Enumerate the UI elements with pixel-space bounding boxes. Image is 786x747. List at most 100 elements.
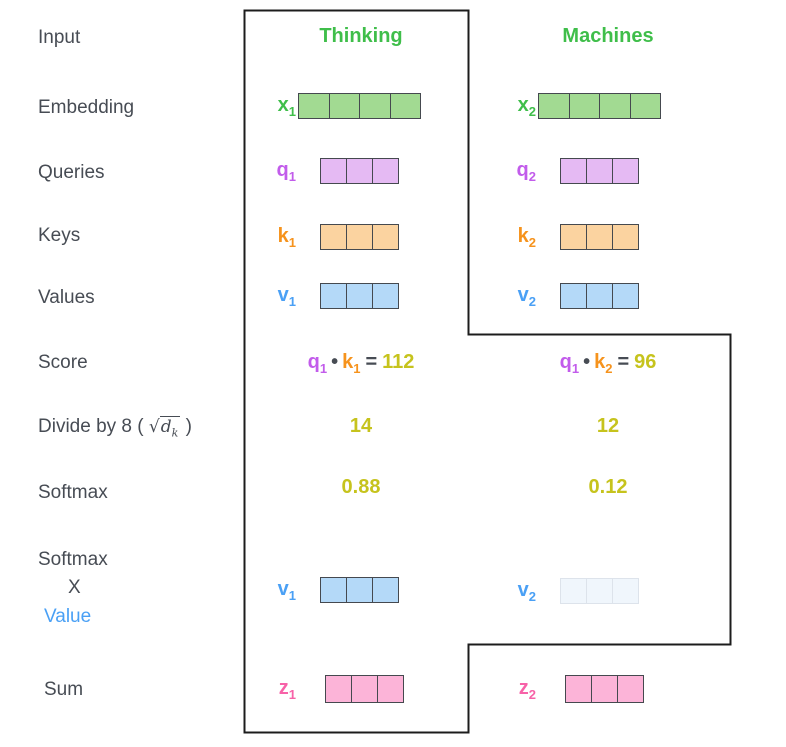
weighted-value-row-v2: v2 xyxy=(496,578,639,604)
vector-cell xyxy=(372,578,398,602)
vector-cell xyxy=(539,94,569,118)
score-value-96: 96 xyxy=(634,351,657,373)
score-value-112: 112 xyxy=(382,351,415,373)
score-q1k1: q1•k1=112 xyxy=(261,351,461,376)
value-row-v2: v2 xyxy=(496,283,639,309)
vector-cell xyxy=(629,94,660,118)
v1-label: v1 xyxy=(277,283,296,309)
vector-cell xyxy=(372,225,398,249)
q1-vector xyxy=(320,158,399,184)
query-row-q2: q2 xyxy=(496,158,639,184)
x2-vector xyxy=(538,93,661,119)
weighted-v2-vector xyxy=(560,578,639,604)
vector-cell xyxy=(321,225,346,249)
vector-cell xyxy=(612,159,638,183)
q2-label: q2 xyxy=(516,158,536,184)
vector-cell xyxy=(326,676,351,702)
x1-vector xyxy=(298,93,421,119)
row-label-score: Score xyxy=(38,352,88,373)
vector-cell xyxy=(321,578,346,602)
z2-label: z2 xyxy=(518,676,536,702)
vector-cell xyxy=(351,676,377,702)
divide-text-suffix: ) xyxy=(185,416,192,437)
softmax-value-012: 0.12 xyxy=(588,476,628,498)
embedding-row-x2: x2 xyxy=(496,93,661,119)
row-label-input: Input xyxy=(38,27,81,48)
row-label-softmax-x-value-line1: Softmax xyxy=(38,549,108,570)
x2-label: x2 xyxy=(517,93,536,119)
vector-cell xyxy=(561,225,586,249)
vector-cell xyxy=(346,159,372,183)
vector-cell xyxy=(321,159,346,183)
outline-path xyxy=(243,9,732,734)
dot-product-icon: • xyxy=(583,351,591,373)
sqrt-dk-formula: √dk xyxy=(148,416,181,440)
key-row-k1: k1 xyxy=(256,224,399,250)
vector-cell xyxy=(599,94,630,118)
row-label-softmax-x-value-line3: Value xyxy=(44,606,92,627)
score-q1-term: q1 xyxy=(559,351,580,376)
divided-value-12: 12 xyxy=(596,415,620,437)
column-header-thinking: Thinking xyxy=(319,25,403,47)
vector-cell xyxy=(321,284,346,308)
sum-row-z1: z1 xyxy=(256,675,404,703)
vector-cell xyxy=(561,284,586,308)
row-label-divide: Divide by 8 ( √dk ) xyxy=(38,415,192,445)
vector-cell xyxy=(586,284,612,308)
row-label-keys: Keys xyxy=(38,225,81,246)
column-header-machines: Machines xyxy=(562,25,654,47)
vector-cell xyxy=(586,225,612,249)
vector-cell xyxy=(346,578,372,602)
vector-cell xyxy=(586,579,612,603)
vector-cell xyxy=(612,225,638,249)
score-q1k2: q1•k2=96 xyxy=(508,351,708,376)
k1-label: k1 xyxy=(277,224,296,250)
vector-cell xyxy=(328,94,359,118)
v1-vector xyxy=(320,283,399,309)
row-label-queries: Queries xyxy=(38,162,105,183)
query-row-q1: q1 xyxy=(256,158,399,184)
weighted-v2-label: v2 xyxy=(517,578,536,604)
row-label-softmax: Softmax xyxy=(38,482,108,503)
z1-label: z1 xyxy=(278,676,296,702)
key-row-k2: k2 xyxy=(496,224,639,250)
vector-cell xyxy=(299,94,329,118)
vector-cell xyxy=(359,94,390,118)
vector-cell xyxy=(561,159,586,183)
value-row-v1: v1 xyxy=(256,283,399,309)
vector-cell xyxy=(586,159,612,183)
softmax-value-088: 0.88 xyxy=(341,476,381,498)
divided-value-14: 14 xyxy=(349,415,373,437)
vector-cell xyxy=(346,225,372,249)
dot-product-icon: • xyxy=(331,351,339,373)
score-k1-term: k1 xyxy=(342,351,361,376)
q1-label: q1 xyxy=(276,158,296,184)
vector-cell xyxy=(561,579,586,603)
row-label-softmax-x-value-line2: X xyxy=(68,577,81,598)
k1-vector xyxy=(320,224,399,250)
equals-sign: = xyxy=(365,351,378,373)
z2-vector xyxy=(565,675,644,703)
equals-sign: = xyxy=(617,351,630,373)
vector-cell xyxy=(377,676,403,702)
x1-label: x1 xyxy=(277,93,296,119)
weighted-value-row-v1: v1 xyxy=(256,577,399,603)
vector-cell xyxy=(389,94,420,118)
k2-label: k2 xyxy=(517,224,536,250)
vector-cell xyxy=(591,676,617,702)
vector-cell xyxy=(372,159,398,183)
k2-vector xyxy=(560,224,639,250)
vector-cell xyxy=(612,284,638,308)
divide-text-prefix: Divide by 8 ( xyxy=(38,416,144,437)
vector-cell xyxy=(612,579,638,603)
embedding-row-x1: x1 xyxy=(256,93,421,119)
score-k2-term: k2 xyxy=(594,351,613,376)
vector-cell xyxy=(617,676,643,702)
vector-cell xyxy=(346,284,372,308)
row-label-sum: Sum xyxy=(44,679,84,700)
row-label-values: Values xyxy=(38,287,95,308)
z1-vector xyxy=(325,675,404,703)
vector-cell xyxy=(566,676,591,702)
